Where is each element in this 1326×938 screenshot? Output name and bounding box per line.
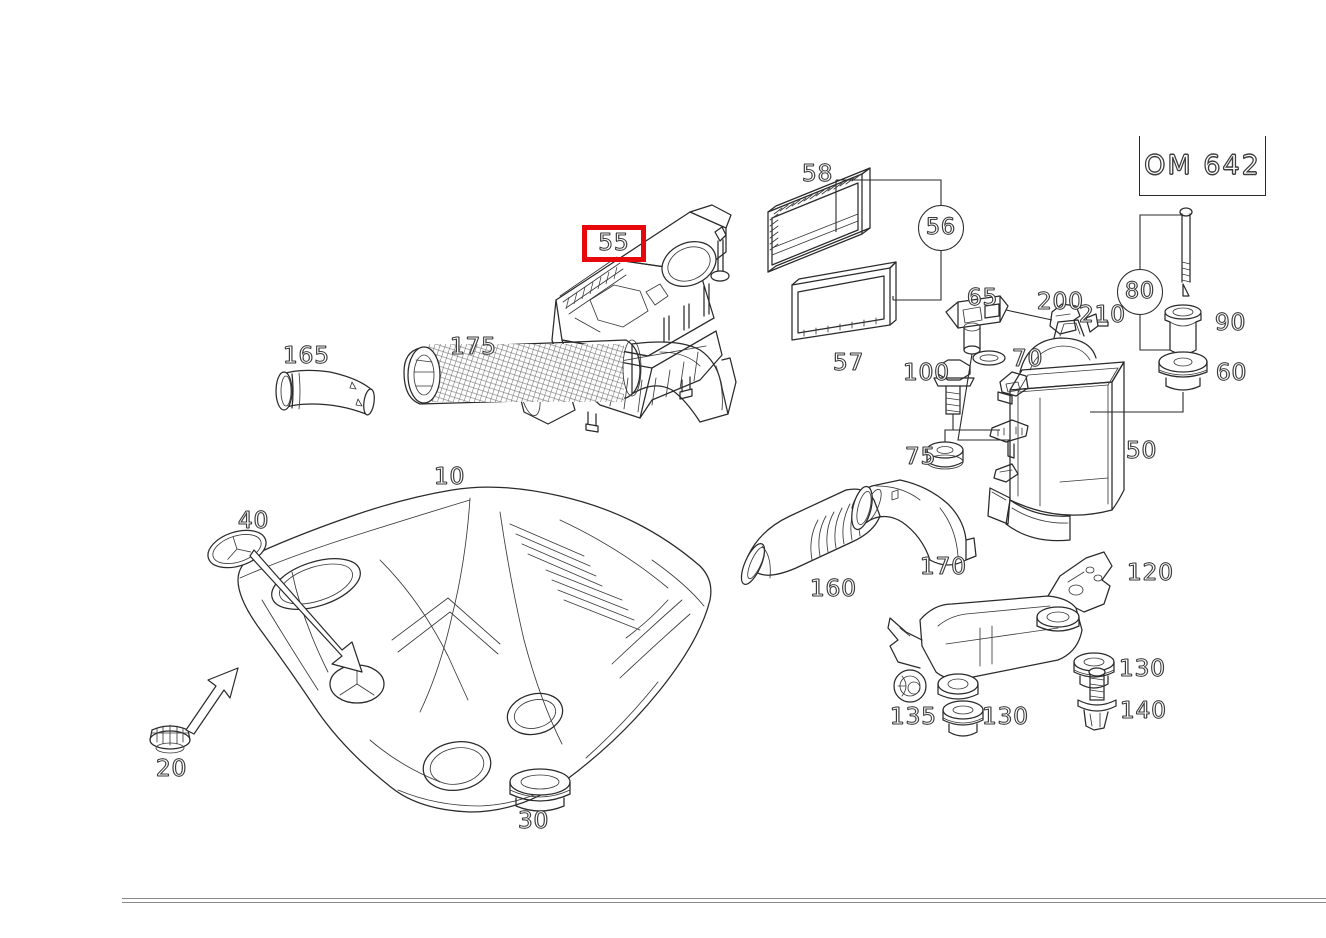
- part-30-grommet: [509, 768, 571, 812]
- part-60-rubber-mount: [1090, 351, 1208, 413]
- part-120-lower-air-duct: [887, 551, 1113, 700]
- callout-130-right[interactable]: 130: [1119, 656, 1166, 682]
- footer-rule: [122, 898, 1326, 903]
- part-65-maf-sensor: [945, 295, 1010, 441]
- circled-callout-80-label: 80: [1125, 279, 1155, 304]
- callout-20[interactable]: 20: [156, 756, 188, 782]
- part-58-filter-element-upper: [767, 167, 871, 273]
- circled-callout-56-label: 56: [926, 215, 956, 240]
- callout-175[interactable]: 175: [450, 334, 497, 360]
- part-170-charge-air-duct: [851, 479, 977, 566]
- callout-50[interactable]: 50: [1126, 438, 1158, 464]
- part-57-filter-element-lower: [791, 261, 897, 341]
- callout-120[interactable]: 120: [1127, 560, 1174, 586]
- part-160-flexible-hose: [740, 488, 882, 585]
- callout-75[interactable]: 75: [905, 444, 937, 470]
- callout-58[interactable]: 58: [802, 161, 834, 187]
- callout-100[interactable]: 100: [903, 360, 950, 386]
- part-90-long-bolt-and-bushing: [1164, 207, 1202, 355]
- part-165-intake-pipe: [275, 369, 375, 416]
- callout-170[interactable]: 170: [920, 554, 967, 580]
- part-70-o-ring: [972, 350, 1006, 366]
- part-140-mounting-bolt: [1077, 667, 1117, 731]
- callout-10[interactable]: 10: [434, 464, 466, 490]
- callout-135[interactable]: 135: [890, 704, 937, 730]
- callout-65[interactable]: 65: [967, 285, 999, 311]
- callout-40[interactable]: 40: [238, 508, 270, 534]
- part-75-rubber-bushing: [926, 429, 1000, 470]
- callout-200[interactable]: 200: [1037, 289, 1084, 315]
- callout-140[interactable]: 140: [1120, 698, 1167, 724]
- part-135-retainer-nut: [893, 669, 927, 703]
- callout-130-left[interactable]: 130: [982, 704, 1029, 730]
- callout-60[interactable]: 60: [1216, 360, 1248, 386]
- circled-callout-56[interactable]: 56: [918, 205, 964, 251]
- highlighted-part-55[interactable]: 55: [582, 225, 646, 262]
- engine-code-label: OM 642: [1144, 150, 1261, 181]
- callout-56-leader: [835, 179, 942, 301]
- part-210-clip: [1085, 313, 1109, 333]
- callout-210[interactable]: 210: [1079, 302, 1126, 328]
- part-20-retaining-clip: [149, 667, 239, 754]
- part-50-air-filter-housing: [987, 319, 1125, 542]
- circled-callout-80[interactable]: 80: [1117, 269, 1163, 315]
- callout-70[interactable]: 70: [1012, 346, 1044, 372]
- callout-57[interactable]: 57: [833, 350, 865, 376]
- part-10-engine-cover: [237, 486, 712, 813]
- callout-90[interactable]: 90: [1215, 310, 1247, 336]
- callout-55: 55: [598, 230, 630, 256]
- callout-80-leader: [1139, 214, 1186, 351]
- part-130-grommet-left: [942, 700, 984, 737]
- part-40-star-emblem: [207, 529, 363, 673]
- callout-30[interactable]: 30: [518, 808, 550, 834]
- engine-code-box: OM 642: [1139, 136, 1266, 196]
- callout-160[interactable]: 160: [810, 576, 857, 602]
- callout-165[interactable]: 165: [283, 343, 330, 369]
- part-175-resonator: [403, 339, 737, 423]
